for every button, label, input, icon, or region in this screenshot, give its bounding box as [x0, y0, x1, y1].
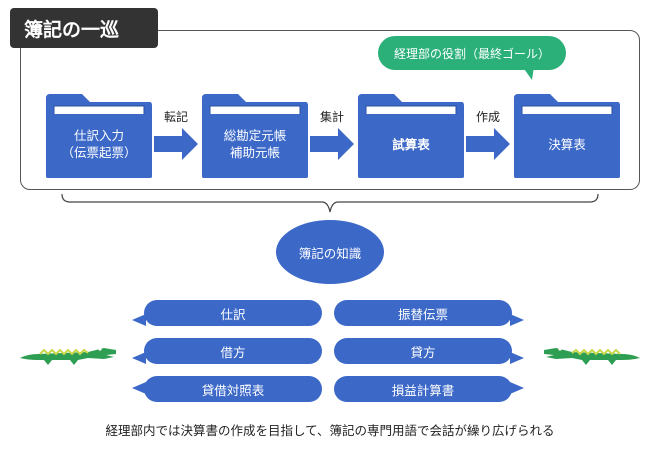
bubble-tail — [510, 352, 524, 364]
role-bubble-tail — [522, 66, 534, 80]
folder-trial-balance: 試算表 — [356, 92, 466, 180]
folder-icon — [514, 94, 620, 178]
caption: 経理部内では決算書の作成を目指して、簿記の専門用語で会話が繰り広げられる — [105, 423, 555, 438]
role-bubble: 経理部の役割（最終ゴール） — [378, 36, 566, 70]
folder-journal-entry: 仕訳入力 （伝票起票） — [44, 92, 154, 180]
page-title: 簿記の一巡 — [10, 8, 158, 48]
folder-ledger: 総勘定元帳 補助元帳 — [200, 92, 310, 180]
bubble-tail — [132, 314, 146, 326]
term-bubble-credit: 貸方 — [334, 338, 512, 364]
folder-icon — [202, 94, 308, 178]
term-bubble-balance-sheet: 貸借対照表 — [144, 376, 322, 402]
folder-financial-statement: 決算表 — [512, 92, 622, 180]
arrow-label-posting: 転記 — [163, 110, 188, 124]
knowledge-bubble: 簿記の知識 — [276, 220, 384, 284]
term-bubble-journal: 仕訳 — [144, 300, 322, 326]
crocodile-icon — [20, 347, 116, 365]
curly-brace — [61, 193, 599, 213]
bubble-tail — [132, 382, 146, 394]
folder-label: 仕訳入力 （伝票起票） — [61, 128, 137, 160]
bubble-tail — [510, 382, 524, 394]
crocodile-icon — [544, 347, 640, 365]
arrow-right-icon — [310, 128, 354, 160]
bubble-tail — [132, 352, 146, 364]
arrow-label-create: 作成 — [475, 110, 500, 124]
folder-icon — [358, 94, 464, 178]
arrow-right-icon — [466, 128, 510, 160]
term-bubble-debit: 借方 — [144, 338, 322, 364]
folder-icon — [46, 94, 152, 178]
cycle-frame — [20, 30, 640, 190]
folder-label: 試算表 — [392, 136, 430, 152]
term-bubble-income-statement: 損益計算書 — [334, 376, 512, 402]
folder-label: 決算表 — [548, 136, 586, 152]
bubble-tail — [510, 314, 524, 326]
term-bubble-transfer-slip: 振替伝票 — [334, 300, 512, 326]
folder-label: 総勘定元帳 補助元帳 — [223, 128, 287, 160]
arrow-label-aggregate: 集計 — [319, 110, 344, 124]
arrow-right-icon — [154, 128, 198, 160]
